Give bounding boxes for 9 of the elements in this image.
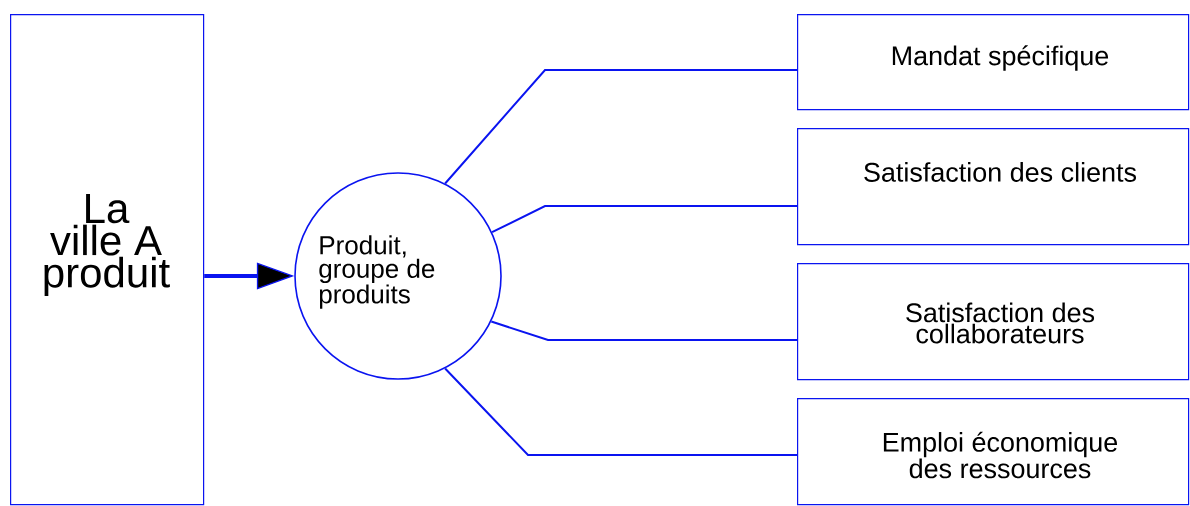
connector-line <box>444 367 798 456</box>
city-box: La ville A produit <box>10 14 205 506</box>
criterion-box: Satisfaction des collaborateurs <box>797 263 1190 381</box>
criterion-box: Emploi économique des ressources <box>797 398 1190 506</box>
connector-line <box>491 205 798 234</box>
criterion-box: Satisfaction des clients <box>797 128 1190 246</box>
connector-line <box>444 69 798 185</box>
criterion-box: Mandat spécifique <box>797 14 1190 111</box>
connector-line <box>490 320 798 341</box>
